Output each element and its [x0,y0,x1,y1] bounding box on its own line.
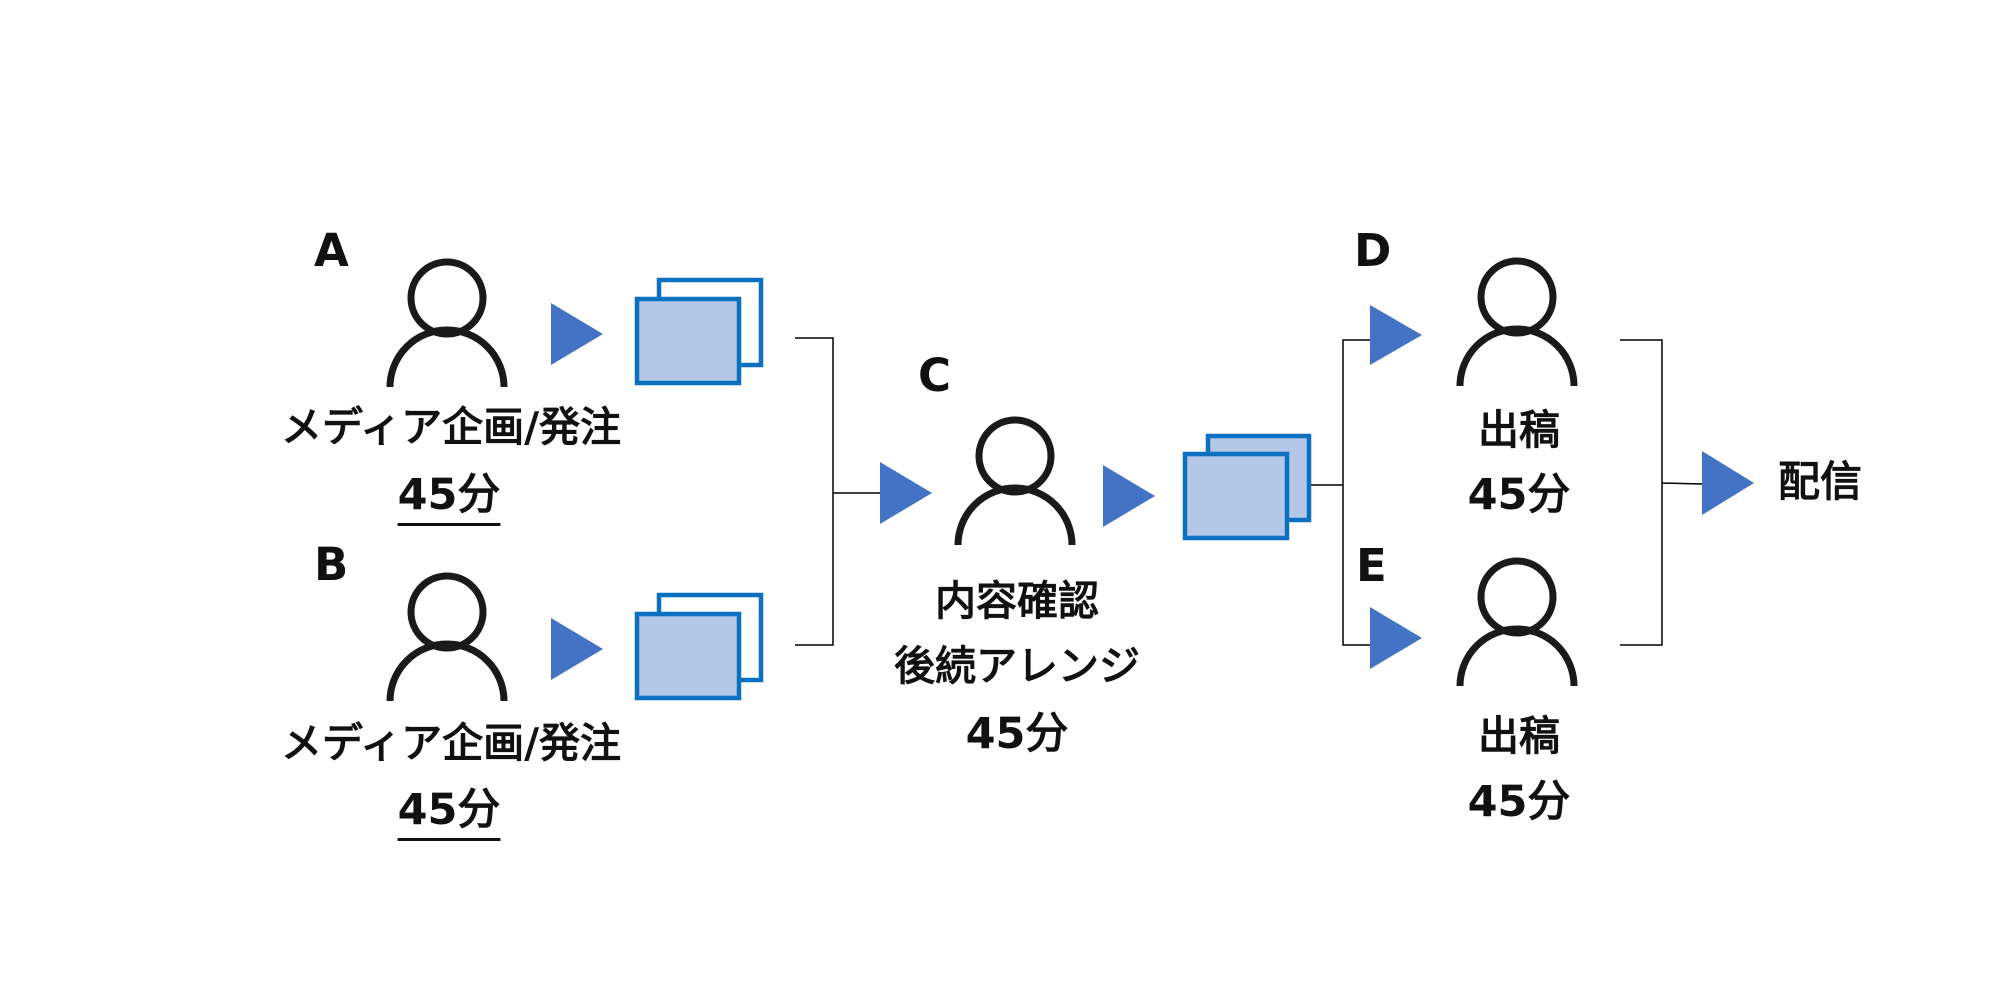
node-c-letter: C [918,349,952,402]
connectors [795,337,1703,646]
node-c-time: 45分 [965,709,1069,759]
arrows [551,303,1754,680]
document-b-icon [634,592,764,701]
node-c-role-line1: 内容確認 [935,577,1099,625]
person-a-icon [386,258,508,388]
node-a-time: 45分 [397,470,501,520]
node-e-role: 出稿 [1478,712,1560,760]
node-c-role-line2: 後続アレンジ [894,642,1140,690]
node-d-role: 出稿 [1478,406,1560,454]
arrow-to-output [1702,451,1754,515]
node-e-time: 45分 [1467,777,1571,827]
node-b-time: 45分 [397,785,501,835]
arrow-a-to-doc [551,303,603,365]
arrow-b-to-doc [551,618,603,680]
arrow-to-d [1370,305,1422,365]
output-label: 配信 [1778,457,1863,506]
arrow-to-e [1370,607,1422,669]
person-b-icon [386,572,508,702]
connector-ab-to-c [795,337,880,646]
node-e-letter: E [1356,539,1387,592]
document-c-icon [1182,433,1312,541]
person-c-icon [954,416,1076,546]
arrow-c-to-doc [1103,465,1155,527]
arrow-into-c [880,462,932,524]
node-b-letter: B [314,538,349,591]
person-e-icon [1456,557,1578,687]
connector-c-to-de [1310,339,1370,646]
node-a-letter: A [314,224,349,277]
person-d-icon [1456,257,1578,387]
document-a-icon [634,277,764,386]
node-b-role: メディア企画/発注 [280,719,622,767]
node-d-time: 45分 [1467,470,1571,520]
node-d-letter: D [1354,224,1392,277]
node-a-role: メディア企画/発注 [280,403,622,451]
connector-de-to-output [1620,339,1703,646]
